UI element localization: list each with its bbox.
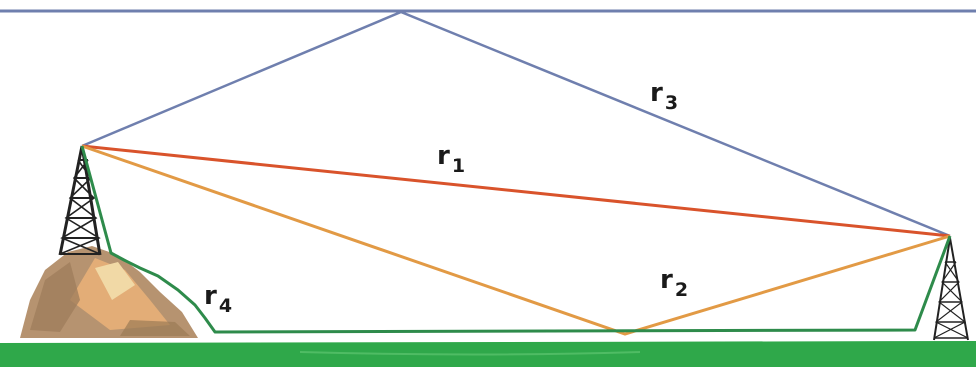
label-r3-sub: 3 — [665, 92, 678, 114]
label-r4-sub: 4 — [219, 295, 232, 317]
label-r4-main: r — [204, 281, 217, 311]
label-r2-main: r — [660, 265, 673, 295]
label-r2-sub: 2 — [675, 279, 688, 301]
receiver-tower — [933, 237, 969, 341]
hill — [20, 246, 198, 338]
transmitter-tower — [58, 145, 102, 256]
label-r1-main: r — [437, 141, 450, 171]
reflected-path-r2 — [81, 144, 951, 336]
label-r1-sub: 1 — [452, 155, 465, 177]
sky-wave-path-r3 — [81, 10, 951, 238]
ground-wave-path-r4 — [80, 145, 952, 334]
ground-highlight — [299, 351, 641, 356]
direct-path-r1 — [81, 144, 951, 238]
label-r3-main: r — [650, 78, 663, 108]
